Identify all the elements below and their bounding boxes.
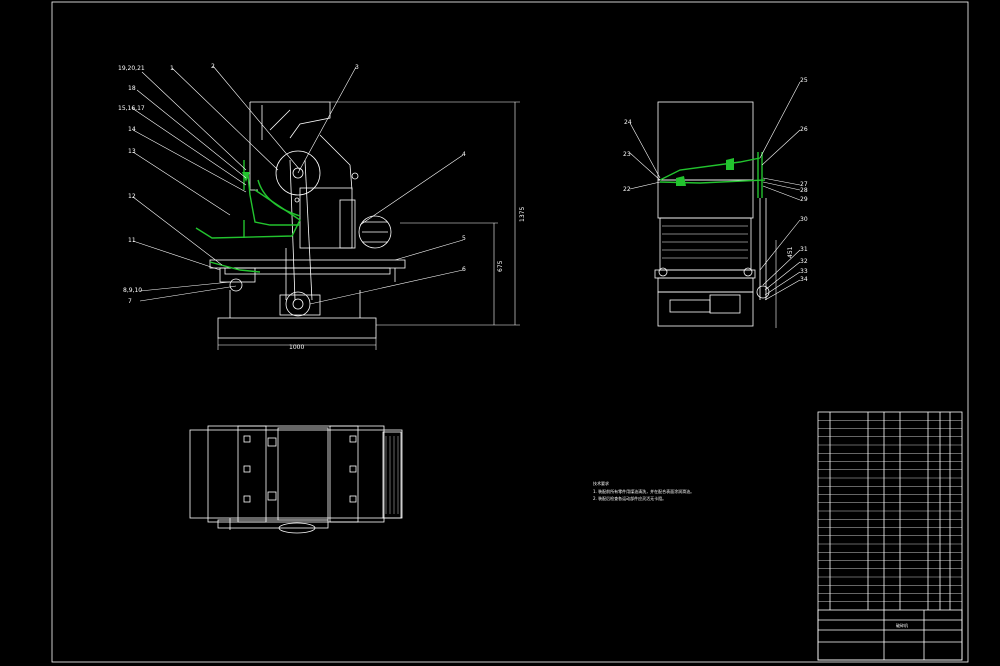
callout-6: 6 <box>462 266 466 273</box>
callout-25: 25 <box>800 77 808 84</box>
callout-14: 14 <box>128 126 136 133</box>
callout-1: 1 <box>170 65 174 72</box>
outer-frame <box>51 1 969 663</box>
callout-22: 22 <box>623 186 631 193</box>
callout-8-9-10: 8,9,10 <box>123 287 142 294</box>
callout-2: 2 <box>211 63 215 70</box>
title-block-name: 破碎机 <box>896 622 908 628</box>
callout-11: 11 <box>128 237 136 244</box>
callout-23: 23 <box>623 151 631 158</box>
dimension-width: 1000 <box>289 344 304 351</box>
technical-notes: 技术要求 1. 装配前所有零件用煤油清洗，并在配合表面涂润滑油。 2. 装配后检… <box>593 480 694 501</box>
callout-28: 28 <box>800 187 808 194</box>
callout-19-20-21: 19,20,21 <box>118 65 145 72</box>
callout-33: 33 <box>800 268 808 275</box>
notes-line-1: 1. 装配前所有零件用煤油清洗，并在配合表面涂润滑油。 <box>593 488 694 494</box>
callout-34: 34 <box>800 276 808 283</box>
callout-5: 5 <box>462 235 466 242</box>
dimension-height: 1375 <box>519 207 526 222</box>
callout-31: 31 <box>800 246 808 253</box>
title-block: 破碎机 <box>817 411 963 661</box>
callout-24: 24 <box>624 119 632 126</box>
dimension-height-lower: 675 <box>497 260 504 272</box>
front-view-labels: 19,20,21 18 15,16,17 14 13 12 11 8,9,10 … <box>118 63 526 351</box>
side-view-labels: 24 23 22 25 26 27 28 29 30 31 32 33 34 4… <box>623 77 808 283</box>
notes-title: 技术要求 <box>593 480 609 486</box>
callout-18: 18 <box>128 85 136 92</box>
callout-4: 4 <box>462 151 466 158</box>
top-view <box>189 425 403 534</box>
callout-27: 27 <box>800 181 808 188</box>
notes-line-2: 2. 装配后检查各运动部件应灵活无卡阻。 <box>593 495 666 501</box>
dimension-side: 451 <box>787 246 794 258</box>
callout-32: 32 <box>800 258 808 265</box>
callout-26: 26 <box>800 126 808 133</box>
callout-7: 7 <box>128 298 132 305</box>
callout-12: 12 <box>128 193 136 200</box>
callout-30: 30 <box>800 216 808 223</box>
side-view <box>629 81 801 328</box>
callout-15-16-17: 15,16,17 <box>118 105 145 112</box>
callout-3: 3 <box>355 64 359 71</box>
front-view <box>131 65 520 350</box>
callout-29: 29 <box>800 196 808 203</box>
callout-13: 13 <box>128 148 136 155</box>
